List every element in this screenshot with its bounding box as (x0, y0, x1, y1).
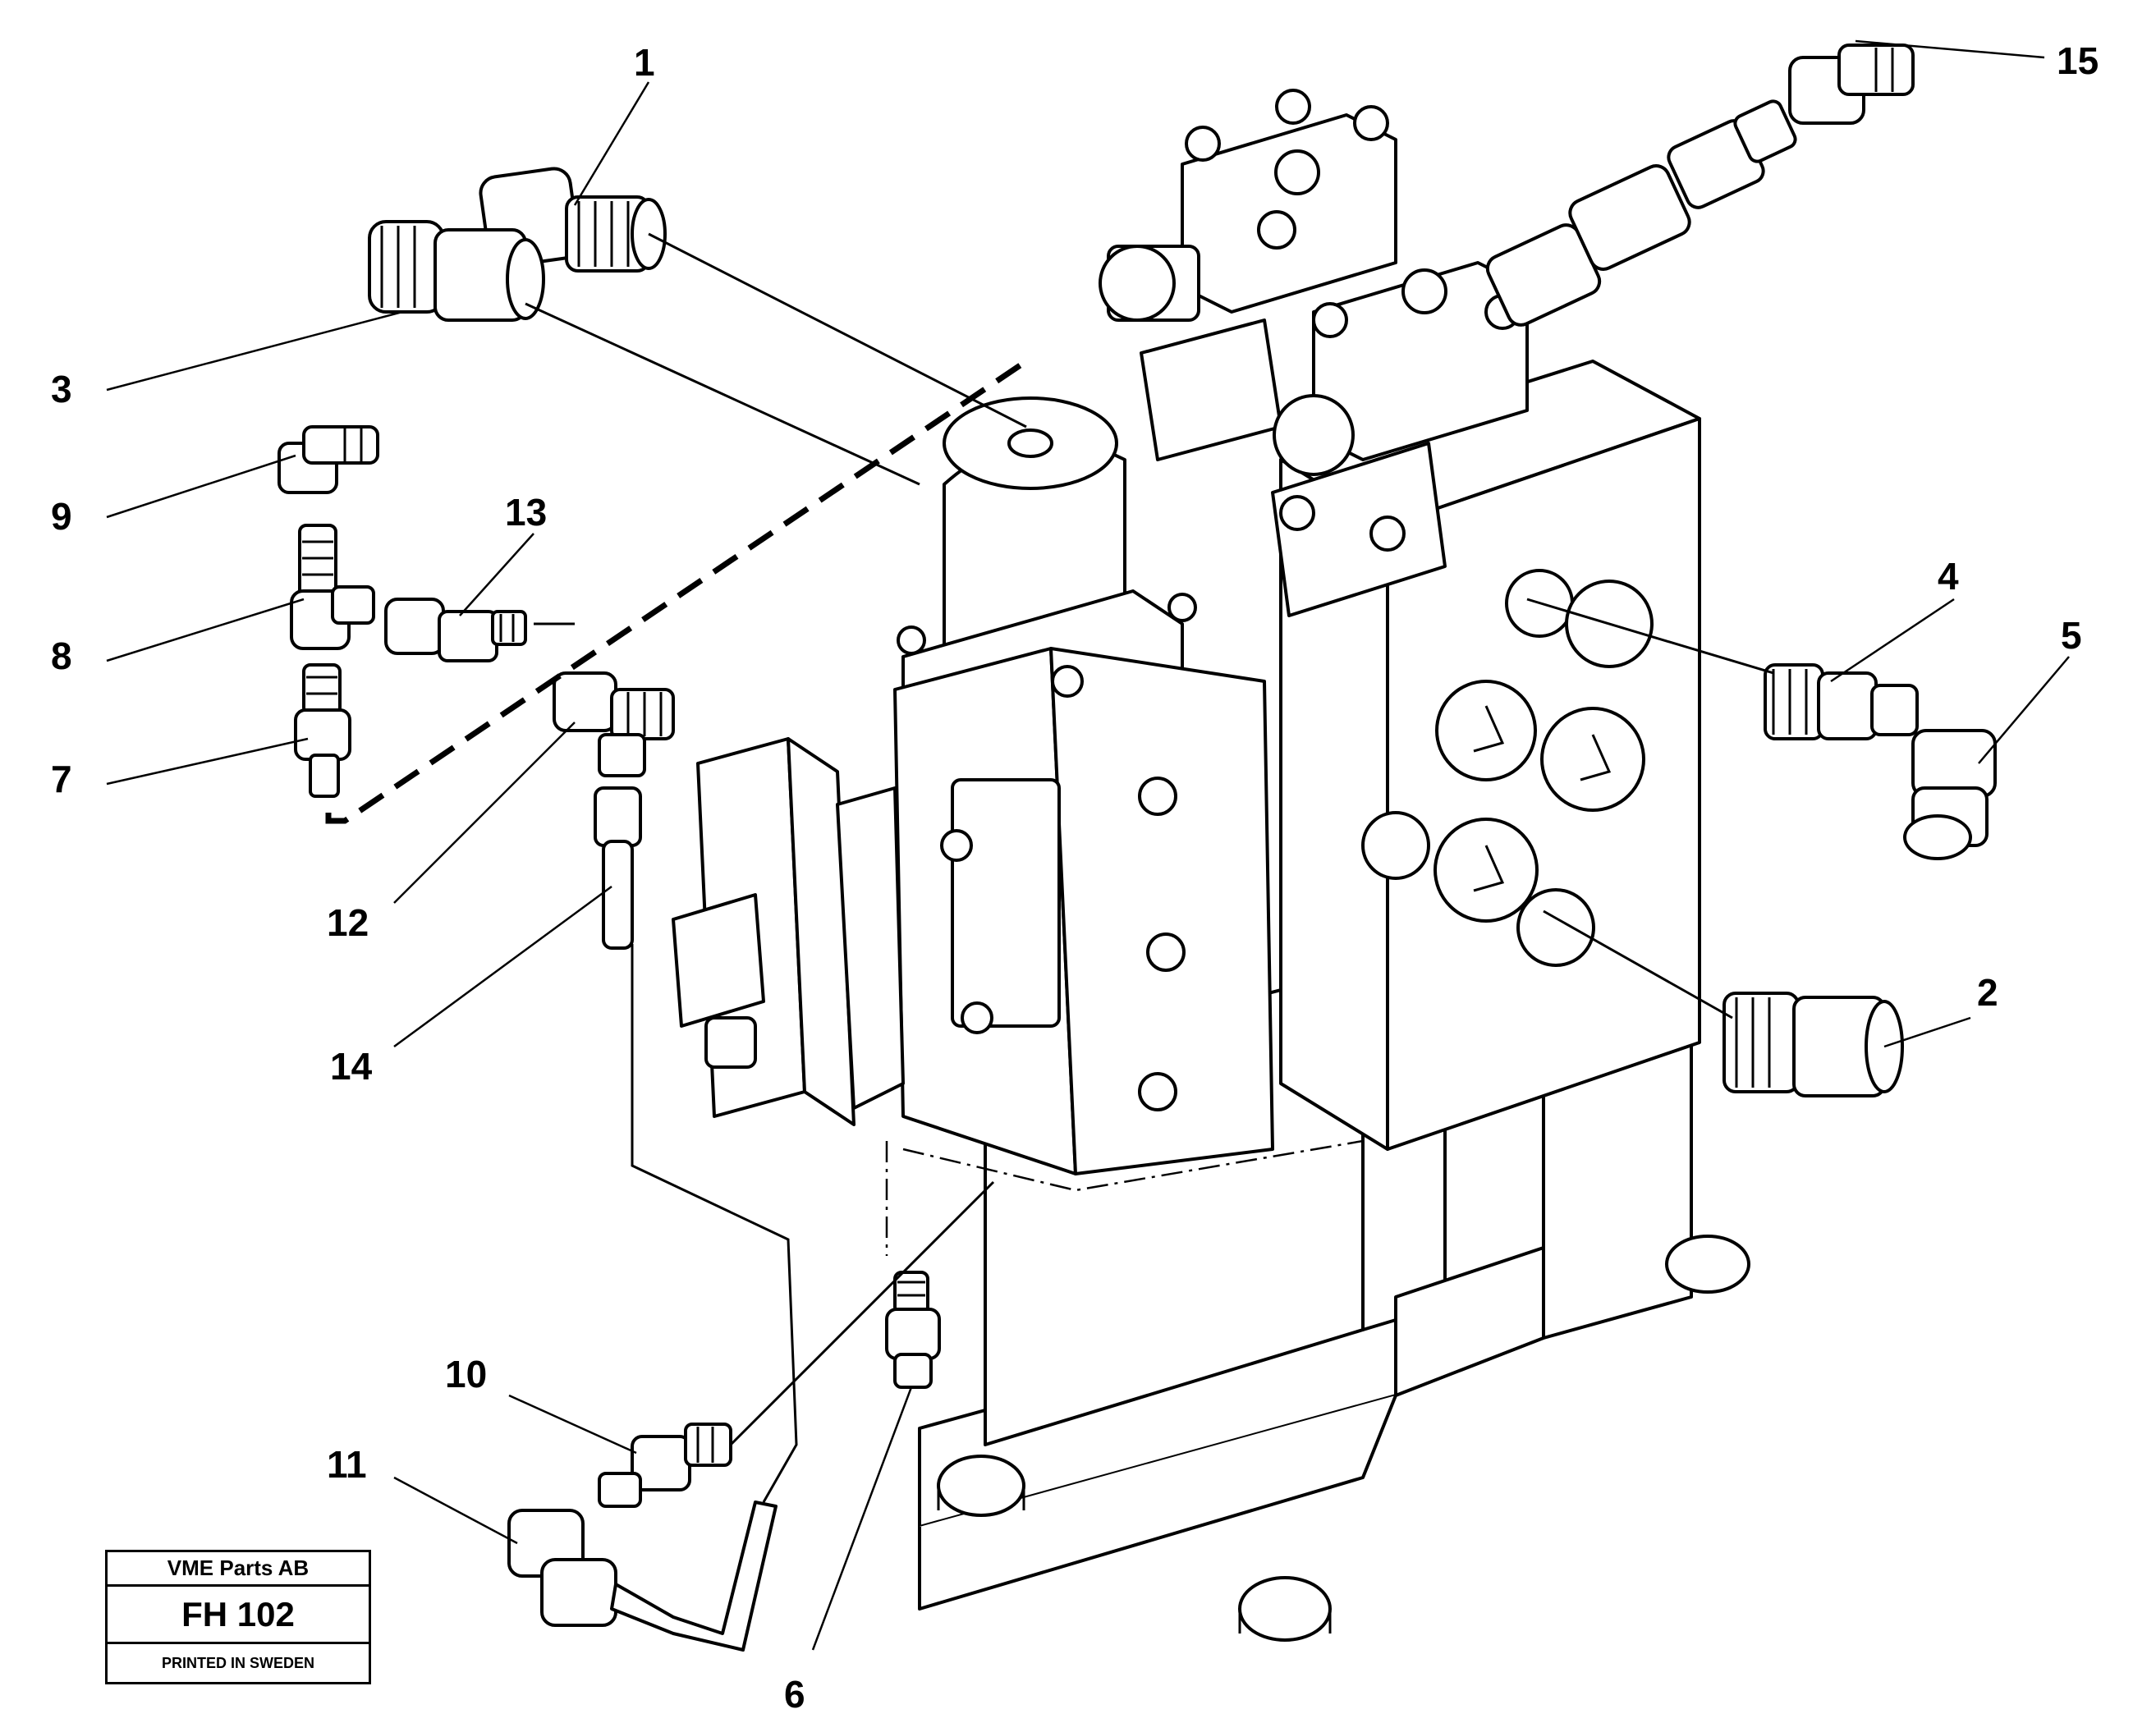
fitting-15-elbow (1788, 44, 1915, 125)
fitting-8-tee (290, 524, 375, 650)
fitting-7-connector (294, 663, 351, 798)
callout-15: 15 (2057, 39, 2099, 82)
pipe-assembly-top (1485, 99, 1797, 327)
part-14-tube (594, 786, 642, 950)
callout-9: 9 (51, 495, 72, 538)
callout-13: 13 (505, 491, 547, 534)
fitting-11-elbow (507, 1501, 778, 1652)
assembly-lines (525, 232, 1774, 1503)
leader-lines (106, 39, 2070, 1651)
fitting-9-elbow (278, 425, 379, 494)
fitting-1-adapter (479, 167, 667, 273)
fitting-10-connector (598, 1423, 732, 1508)
fitting-5-elbow (1903, 729, 1997, 860)
callout-11: 11 (327, 1443, 367, 1486)
title-block: VME Parts AB FH 102 PRINTED IN SWEDEN (105, 1550, 371, 1684)
title-block-code: FH 102 (108, 1587, 369, 1644)
hose-dashed-line (325, 359, 1028, 824)
fitting-4-adapter (1764, 663, 1919, 740)
callout-10: 10 (445, 1353, 487, 1395)
callout-7: 7 (51, 758, 72, 800)
callout-5: 5 (2061, 614, 2082, 657)
callout-4: 4 (1938, 555, 1959, 598)
manifold-block (1279, 360, 1701, 1151)
callout-6: 6 (784, 1673, 805, 1716)
fitting-6-connector (885, 1271, 941, 1389)
coil-valve-left (672, 737, 905, 1126)
pilot-valve-lower (1271, 261, 1529, 617)
fitting-12-tee (553, 671, 675, 777)
solenoid-valve-center (893, 396, 1274, 1175)
valve-block-assembly (672, 89, 1750, 1642)
callout-12: 12 (327, 901, 369, 944)
title-block-printed: PRINTED IN SWEDEN (161, 1654, 314, 1671)
callout-2: 2 (1977, 971, 1998, 1014)
title-block-company: VME Parts AB (108, 1552, 369, 1587)
callout-labels: 1 2 3 4 5 6 7 8 9 10 11 12 13 14 15 (51, 39, 2099, 1716)
fitting-13-tee (384, 598, 527, 662)
pilot-valve-upper (1099, 89, 1397, 461)
callout-1: 1 (634, 41, 655, 84)
fitting-3-adapter (368, 220, 545, 322)
callout-14: 14 (330, 1045, 373, 1088)
callout-3: 3 (51, 368, 72, 410)
fitting-2-adapter (1723, 992, 1904, 1097)
callout-8: 8 (51, 635, 72, 677)
